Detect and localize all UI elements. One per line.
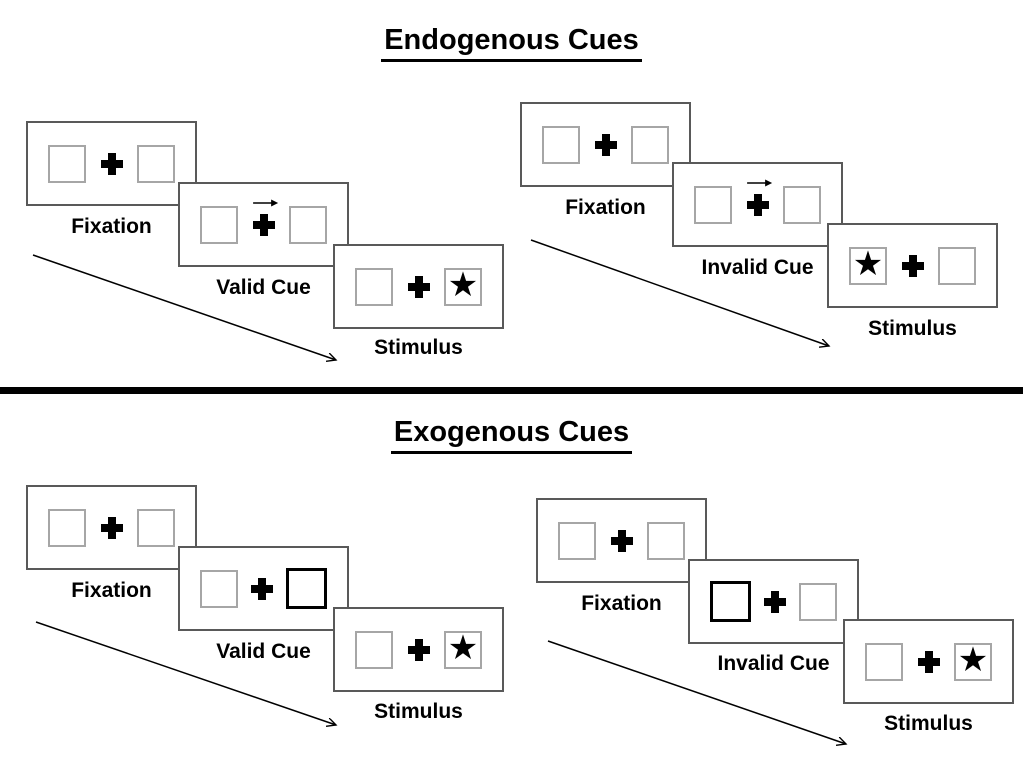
- screen-label: Fixation: [565, 196, 646, 219]
- star-icon: ★: [852, 244, 884, 284]
- screen-invalid-cue: [688, 559, 859, 644]
- target-box-right: ★: [444, 265, 482, 306]
- fixation-area: [252, 199, 278, 236]
- placeholder-box-right: [938, 246, 976, 285]
- fixation-area: [917, 650, 940, 673]
- highlighted-cue-box-right: [286, 568, 327, 609]
- placeholder-box-left: [865, 642, 903, 681]
- section-title-exogenous: Exogenous Cues: [0, 416, 1023, 454]
- screen-valid-cue: [178, 182, 349, 267]
- placeholder-box-left: [200, 569, 238, 608]
- fixation-area: [764, 590, 786, 613]
- target-box-right: ★: [444, 628, 482, 669]
- screen-fixation: [520, 102, 691, 187]
- target-box-right: ★: [954, 640, 992, 681]
- star-icon: ★: [447, 628, 479, 668]
- cue-arrow-right-icon: [746, 179, 772, 186]
- screen-label: Valid Cue: [216, 276, 311, 299]
- fixation-area: [100, 152, 123, 175]
- placeholder-box-left: [542, 125, 580, 164]
- fixation-cross-icon: [917, 650, 940, 673]
- fixation-area: [594, 133, 617, 156]
- screen-label: Fixation: [71, 215, 152, 238]
- star-icon: ★: [957, 640, 989, 680]
- fixation-cross-icon: [407, 275, 430, 298]
- placeholder-box-left: [200, 205, 238, 244]
- screen-label: Fixation: [581, 592, 662, 615]
- screen-label: Stimulus: [374, 336, 463, 359]
- placeholder-box-right: [137, 508, 175, 547]
- section-title-text: Endogenous Cues: [381, 24, 642, 62]
- fixation-cross-icon: [901, 254, 924, 277]
- section-title-text: Exogenous Cues: [390, 416, 633, 454]
- fixation-cross-icon: [610, 529, 633, 552]
- screen-stimulus: ★: [827, 223, 998, 308]
- fixation-cross-icon: [746, 193, 769, 216]
- fixation-cross-icon: [764, 590, 786, 613]
- screen-invalid-cue: [672, 162, 843, 247]
- sequence-arrow-exogenous-valid: [35, 621, 336, 725]
- placeholder-box-left: [48, 144, 86, 183]
- screen-valid-cue: [178, 546, 349, 631]
- screen-fixation: [26, 121, 197, 206]
- fixation-area: [100, 516, 123, 539]
- screen-label: Stimulus: [374, 700, 463, 723]
- screen-label: Stimulus: [868, 317, 957, 340]
- fixation-cross-icon: [100, 516, 123, 539]
- star-icon: ★: [447, 265, 479, 305]
- fixation-area: [610, 529, 633, 552]
- screen-stimulus: ★: [333, 244, 504, 329]
- placeholder-box-left: [48, 508, 86, 547]
- screen-fixation: [536, 498, 707, 583]
- fixation-area: [407, 638, 430, 661]
- section-divider: [0, 387, 1023, 394]
- fixation-cross-icon: [594, 133, 617, 156]
- screen-label: Invalid Cue: [701, 256, 814, 279]
- placeholder-box-left: [355, 267, 393, 306]
- screen-fixation: [26, 485, 197, 570]
- screen-stimulus: ★: [843, 619, 1014, 704]
- placeholder-box-left: [355, 630, 393, 669]
- fixation-cross-icon: [251, 577, 273, 600]
- fixation-area: [251, 577, 273, 600]
- fixation-cross-icon: [252, 213, 275, 236]
- fixation-cross-icon: [407, 638, 430, 661]
- screen-stimulus: ★: [333, 607, 504, 692]
- fixation-cross-icon: [100, 152, 123, 175]
- placeholder-box-right: [137, 144, 175, 183]
- fixation-area: [901, 254, 924, 277]
- cue-arrow-right-icon: [252, 199, 278, 206]
- fixation-area: [407, 275, 430, 298]
- placeholder-box-right: [289, 205, 327, 244]
- placeholder-box-right: [799, 582, 837, 621]
- screen-label: Invalid Cue: [717, 652, 830, 675]
- screen-label: Valid Cue: [216, 640, 311, 663]
- sequence-arrow-endogenous-valid: [32, 254, 336, 360]
- screen-label: Fixation: [71, 579, 152, 602]
- placeholder-box-left: [558, 521, 596, 560]
- fixation-area: [746, 179, 772, 216]
- placeholder-box-left: [694, 185, 732, 224]
- screen-label: Stimulus: [884, 712, 973, 735]
- placeholder-box-right: [783, 185, 821, 224]
- highlighted-cue-box-left: [710, 581, 751, 622]
- section-title-endogenous: Endogenous Cues: [0, 24, 1023, 62]
- target-box-left: ★: [849, 244, 887, 285]
- placeholder-box-right: [631, 125, 669, 164]
- placeholder-box-right: [647, 521, 685, 560]
